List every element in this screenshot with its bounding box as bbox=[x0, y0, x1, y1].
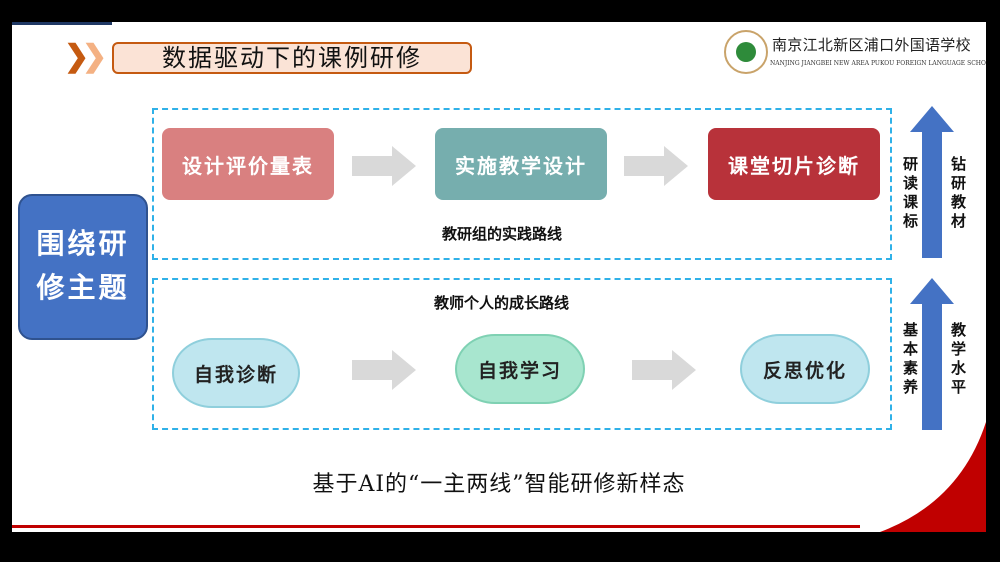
footer-divider bbox=[12, 525, 860, 528]
up-arrow-icon bbox=[910, 278, 954, 430]
growth-step-1: 自我诊断 bbox=[172, 338, 300, 408]
practice-step-3: 课堂切片诊断 bbox=[708, 128, 880, 200]
practice-route-label: 教研组的实践路线 bbox=[442, 225, 563, 243]
practice-step-1: 设计评价量表 bbox=[162, 128, 334, 200]
lower-right-label: 教学水平 bbox=[949, 322, 967, 398]
lower-left-label: 基本素养 bbox=[901, 322, 919, 398]
corner-decoration bbox=[880, 422, 986, 532]
school-name: 南京江北新区浦口外国语学校 bbox=[772, 36, 971, 54]
school-logo bbox=[724, 30, 768, 74]
growth-route-frame bbox=[152, 278, 892, 430]
chevron-icon: ❯ bbox=[82, 39, 108, 74]
right-arrow-icon bbox=[632, 350, 696, 390]
top-bar bbox=[12, 22, 112, 25]
right-arrow-icon bbox=[624, 146, 688, 186]
upper-left-label: 研读课标 bbox=[901, 156, 919, 232]
footer-caption: 基于AI的“一主两线”智能研修新样态 bbox=[312, 472, 686, 497]
practice-step-2: 实施教学设计 bbox=[435, 128, 607, 200]
slide: ❯ ❯ 数据驱动下的课例研修 南京江北新区浦口外国语学校 NANJING JIA… bbox=[12, 22, 986, 532]
right-arrow-icon bbox=[352, 350, 416, 390]
school-name-en: NANJING JIANGBEI NEW AREA PUKOU FOREIGN … bbox=[770, 60, 986, 67]
up-arrow-icon bbox=[910, 106, 954, 258]
growth-route-label: 教师个人的成长路线 bbox=[434, 294, 570, 312]
page-title: 数据驱动下的课例研修 bbox=[112, 42, 472, 74]
chevron-icon: ❯ bbox=[64, 39, 90, 74]
growth-step-3: 反思优化 bbox=[740, 334, 870, 404]
main-theme-box: 围绕研修主题 bbox=[18, 194, 148, 340]
right-arrow-icon bbox=[352, 146, 416, 186]
practice-route-frame bbox=[152, 108, 892, 260]
growth-step-2: 自我学习 bbox=[455, 334, 585, 404]
upper-right-label: 钻研教材 bbox=[949, 156, 967, 232]
